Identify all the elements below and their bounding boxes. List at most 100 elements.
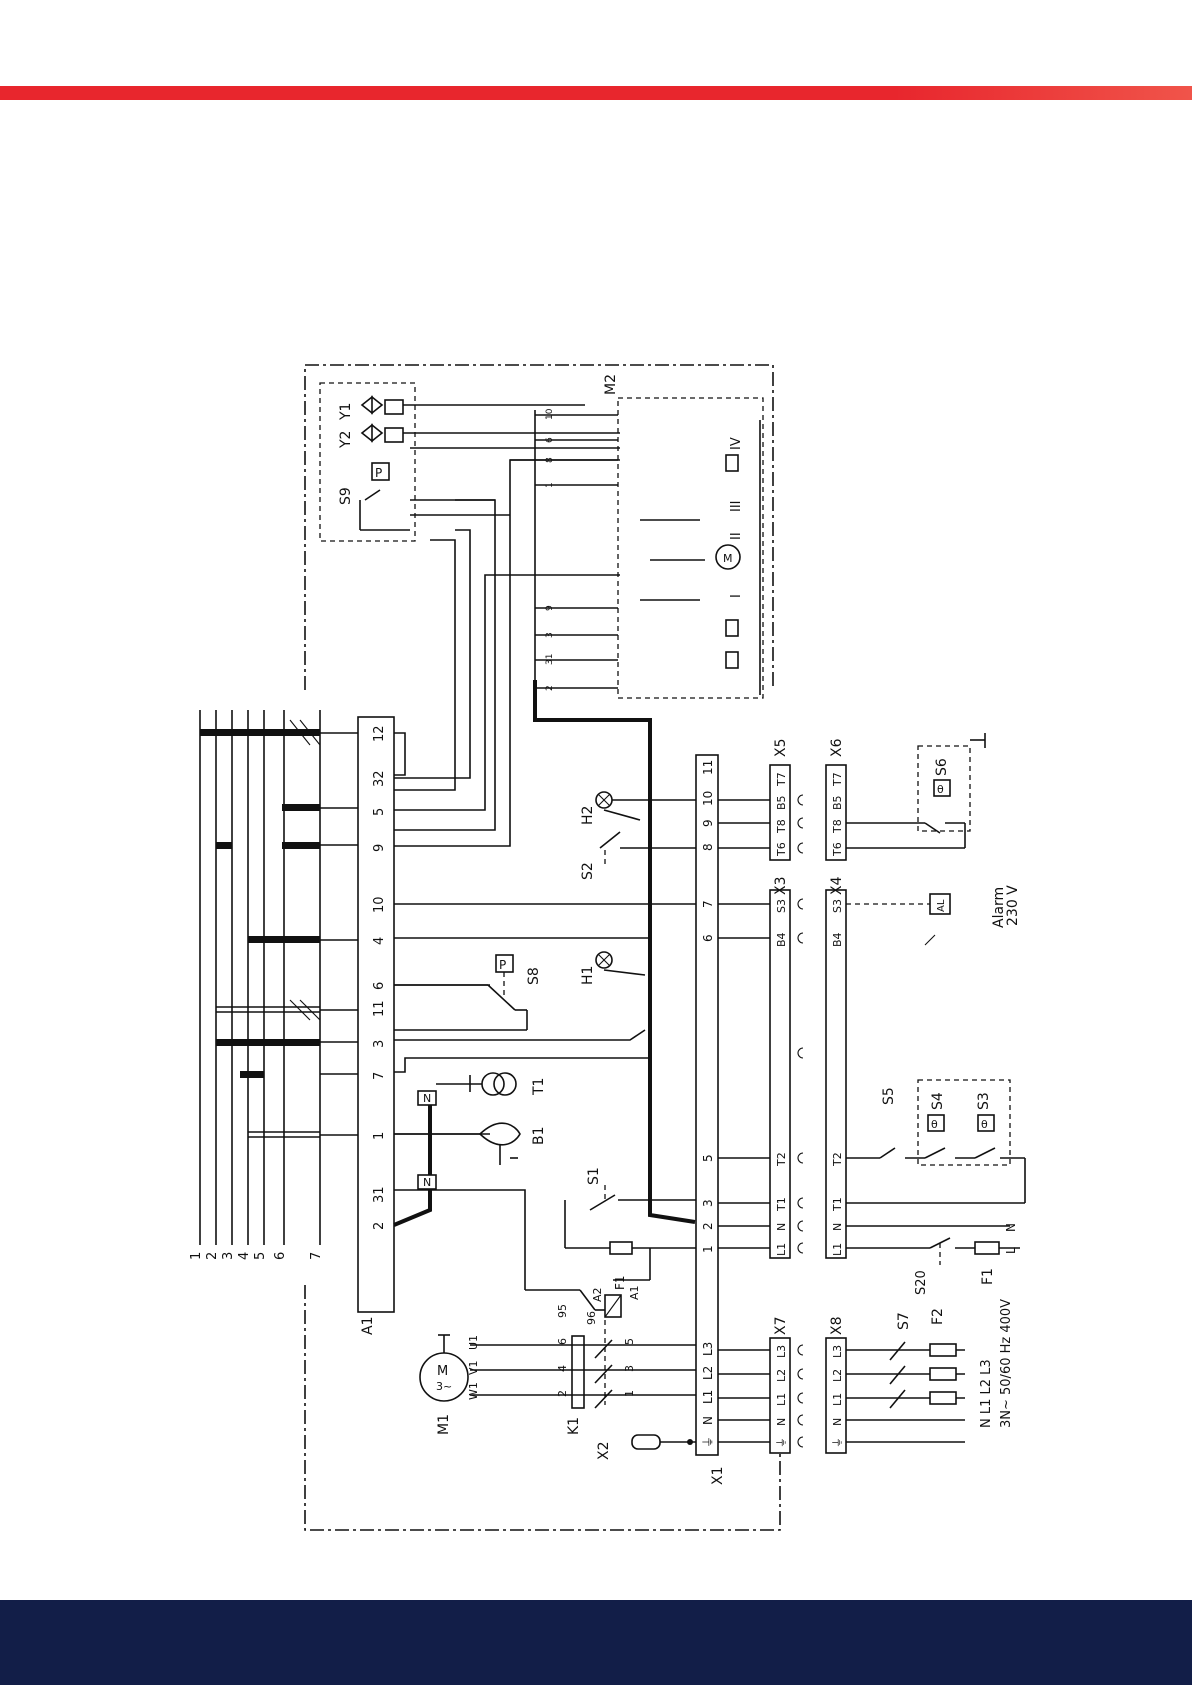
x8-l2: L2 <box>831 1369 844 1382</box>
m2-t-6: 6 <box>545 437 555 443</box>
a1-term-6: 6 <box>372 982 387 990</box>
alarm-output: AL Alarm 230 V <box>846 885 1021 946</box>
n-box-upper <box>417 1090 437 1106</box>
x2-ground-plug: X2 <box>596 1434 700 1460</box>
supply-rating: 3N~ 50/60 Hz 400V <box>999 1299 1014 1428</box>
a1-term-5: 5 <box>372 808 387 816</box>
boundary-top <box>304 364 774 690</box>
bottom-navy-band <box>0 1600 1192 1685</box>
a1-term-9: 9 <box>372 844 387 852</box>
m2-t-31: 31 <box>545 654 555 665</box>
x1-terminal-strip: X1 <box>695 754 726 1485</box>
x1-6: 6 <box>701 934 715 942</box>
x8-l1: L1 <box>831 1393 844 1406</box>
s5-label: S5 <box>881 1087 897 1105</box>
k1-aux-contact: 95 96 <box>525 1289 605 1325</box>
s3-label: S3 <box>976 1092 992 1110</box>
alarm-voltage: 230 V <box>1005 885 1021 926</box>
x5-b5: B5 <box>775 795 788 810</box>
m1-label: M1 <box>436 1414 452 1435</box>
svg-text:3~: 3~ <box>436 1380 452 1393</box>
s20-f1-external: S20 F1 N L <box>914 1223 1020 1295</box>
m2-terminal-labels: 10 6 8 1 9 3 31 2 <box>545 408 555 691</box>
plug-column-inner: X5 X3 X7 <box>769 739 791 1454</box>
bus-number-labels: 1 2 3 4 5 6 7 <box>189 1252 324 1260</box>
m2-t-3: 3 <box>545 632 555 638</box>
x1-11: 11 <box>701 760 715 775</box>
k1-6: 6 <box>556 1338 569 1345</box>
internal-fuse-f1 <box>564 1200 700 1255</box>
t1-label: T1 <box>531 1078 547 1096</box>
x6-t6: T6 <box>831 842 844 857</box>
s4-theta: θ <box>931 1118 938 1131</box>
x1-terminal-labels: 11 10 9 8 7 6 5 3 2 1 L3 L2 L1 N ⏚ <box>701 760 715 1448</box>
bus-label-5: 5 <box>253 1252 268 1260</box>
x1-9: 9 <box>701 819 715 827</box>
a1-terminal-labels: 12 32 5 9 10 4 6 11 3 7 1 31 2 <box>372 725 387 1230</box>
m1-motor: M 3~ U1 V1 W1 M1 <box>419 1334 480 1435</box>
s3-theta: θ <box>981 1118 988 1131</box>
x7-n: N <box>775 1418 788 1426</box>
x3-t2: T2 <box>775 1152 788 1167</box>
s1-label: S1 <box>586 1167 602 1185</box>
ext-l-label: L <box>1004 1247 1018 1254</box>
svg-text:M: M <box>437 1364 448 1379</box>
b1-label: B1 <box>531 1126 547 1145</box>
x4-b4: B4 <box>831 932 844 947</box>
x8-n: N <box>831 1418 844 1426</box>
a1-term-1: 1 <box>372 1132 387 1140</box>
k1-96-label: 96 <box>585 1311 598 1325</box>
x1-10: 10 <box>701 791 715 806</box>
m2-terminal-wires <box>510 410 618 720</box>
x3-t1: T1 <box>775 1197 788 1212</box>
x7-l1: L1 <box>775 1393 788 1406</box>
m1-w1: W1 <box>467 1382 480 1400</box>
x4-s3: S3 <box>831 899 844 913</box>
n-box-lower <box>417 1174 437 1190</box>
m2-servomotor: M2 M IV III II I <box>603 374 764 699</box>
k1-a1-label: A1 <box>628 1285 641 1300</box>
m2-t-1: 1 <box>545 482 555 488</box>
y2-label: Y2 <box>338 431 354 449</box>
m2-t-2: 2 <box>545 685 555 691</box>
x8-pe: ⏚ <box>831 1437 844 1448</box>
x4-l1: L1 <box>831 1243 844 1256</box>
x5-t8: T8 <box>775 819 788 834</box>
x1-8: 8 <box>701 843 715 851</box>
x5-label: X5 <box>773 739 789 758</box>
k1-5: 5 <box>623 1338 636 1345</box>
s7-label: S7 <box>896 1312 912 1330</box>
bus-label-2: 2 <box>205 1252 220 1260</box>
s3-s4-s5-group: θ θ S5 S4 S3 <box>879 1079 1026 1203</box>
x7-label: X7 <box>773 1317 789 1336</box>
x3-label: X3 <box>773 877 789 896</box>
k1-4: 4 <box>556 1365 569 1372</box>
k1-3: 3 <box>623 1365 636 1372</box>
x1-n: N <box>701 1416 715 1425</box>
a1-output-wires <box>394 459 700 1290</box>
x3-l1: L1 <box>775 1243 788 1256</box>
f1-external-label: F1 <box>980 1268 996 1285</box>
x4-t1: T1 <box>831 1197 844 1212</box>
t1-transformer: T1 <box>436 1072 547 1096</box>
x7-pe: ⏚ <box>775 1437 788 1448</box>
s2-switch: S2 <box>580 831 700 880</box>
x1-5: 5 <box>701 1154 715 1162</box>
x4-n: N <box>831 1223 844 1231</box>
h1-lamp: H1 <box>580 951 646 985</box>
h2-lamp: H2 <box>580 791 700 825</box>
x1-l1: L1 <box>701 1390 715 1404</box>
a1-term-11: 11 <box>372 1000 387 1017</box>
h1-label: H1 <box>580 966 596 985</box>
x1-pe: ⏚ <box>701 1436 715 1448</box>
s8-p: P <box>499 958 506 972</box>
y1-label: Y1 <box>338 403 354 421</box>
s9-label: S9 <box>338 487 354 505</box>
x3-n: N <box>775 1223 788 1231</box>
x6-label: X6 <box>829 738 845 757</box>
x3-b4: B4 <box>775 932 788 947</box>
plug-column-outer: X6 X4 X8 <box>825 738 847 1454</box>
m2-switch-ii: II <box>729 532 744 540</box>
m2-label: M2 <box>603 374 619 395</box>
m2-t-10: 10 <box>545 408 555 420</box>
